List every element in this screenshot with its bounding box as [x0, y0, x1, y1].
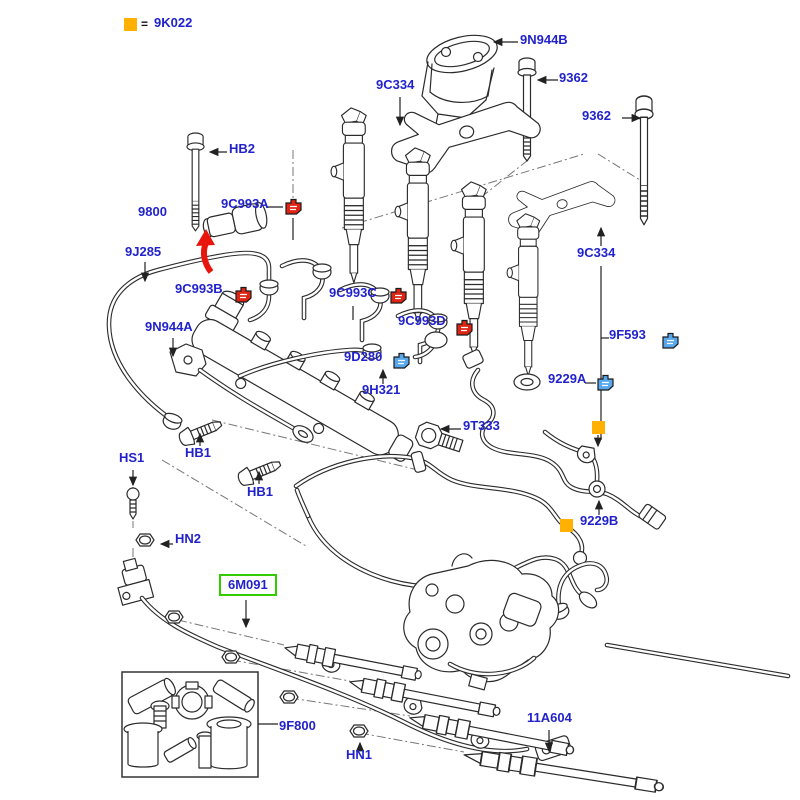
part-label-9f800[interactable]: 9F800 — [279, 718, 316, 733]
part-label-9362-1[interactable]: 9362 — [559, 70, 588, 85]
small-hardware-drawing — [126, 202, 369, 738]
legend-marker-orange-icon — [124, 18, 137, 31]
pipe-clip-blue-icon — [393, 352, 410, 369]
legend-equals: = — [141, 17, 149, 31]
pipe-clip-red-icon — [235, 286, 252, 303]
part-label-hs1[interactable]: HS1 — [119, 450, 145, 465]
pointer-arrow-icon — [196, 229, 215, 274]
part-label-hb2[interactable]: HB2 — [229, 141, 256, 156]
part-label-9c993a[interactable]: 9C993A — [221, 196, 269, 211]
part-label-hb1-1[interactable]: HB1 — [185, 445, 212, 460]
clamp-bracket-drawing — [421, 34, 498, 129]
bolt-hb2-drawing — [186, 132, 205, 232]
pipe-clip-blue-icon — [662, 332, 679, 349]
part-label-9c334-2[interactable]: 9C334 — [577, 245, 616, 260]
highlighted-part-label-6m091[interactable]: 6M091 — [219, 574, 277, 596]
part-label-9c993c[interactable]: 9C993C — [329, 285, 377, 300]
support-bracket-drawing — [169, 343, 314, 443]
injector-drawing-4 — [506, 213, 541, 377]
glow-plug-shaft-drawing — [604, 642, 791, 679]
blanking-plug-kit-drawing — [121, 671, 259, 778]
part-label-9d280[interactable]: 9D280 — [344, 349, 383, 364]
part-label-9t333[interactable]: 9T333 — [463, 418, 500, 433]
part-label-9229b[interactable]: 9229B — [580, 513, 619, 528]
part-label-9h321[interactable]: 9H321 — [362, 382, 401, 397]
part-label-9k022[interactable]: 9K022 — [154, 15, 193, 30]
part-label-9n944a[interactable]: 9N944A — [145, 319, 193, 334]
part-label-9c993d[interactable]: 9C993D — [398, 313, 446, 328]
part-label-hn2[interactable]: HN2 — [175, 531, 202, 546]
harness-marker-orange-icon — [592, 421, 605, 434]
part-label-9362-2[interactable]: 9362 — [582, 108, 611, 123]
part-label-9j285[interactable]: 9J285 — [125, 244, 162, 259]
bolt-9362-drawing-2 — [634, 95, 654, 226]
part-label-9c993b[interactable]: 9C993B — [175, 281, 223, 296]
part-label-9f593[interactable]: 9F593 — [609, 327, 646, 342]
part-label-hb1-2[interactable]: HB1 — [247, 484, 274, 499]
pipe-clip-blue-icon — [597, 374, 614, 391]
part-label-9800[interactable]: 9800 — [138, 204, 167, 219]
part-label-9n944b[interactable]: 9N944B — [520, 32, 568, 47]
injection-pump-drawing — [403, 553, 560, 691]
fuel-pipes-drawing — [106, 250, 448, 433]
label-marker-orange-icon — [560, 519, 573, 532]
pipe-clip-red-icon — [390, 287, 407, 304]
part-label-11a604[interactable]: 11A604 — [527, 710, 572, 725]
fuel-rail-drawing — [191, 290, 414, 462]
leader-lines — [128, 37, 642, 753]
washer-9229a-drawing — [513, 373, 541, 391]
part-label-hn1[interactable]: HN1 — [346, 747, 373, 762]
injector-drawing-1 — [330, 107, 367, 284]
part-label-9c334-1[interactable]: 9C334 — [376, 77, 415, 92]
sensor-and-harness-drawing — [414, 349, 667, 530]
pipe-clip-red-icon — [285, 198, 302, 215]
part-label-9229a[interactable]: 9229A — [548, 371, 587, 386]
